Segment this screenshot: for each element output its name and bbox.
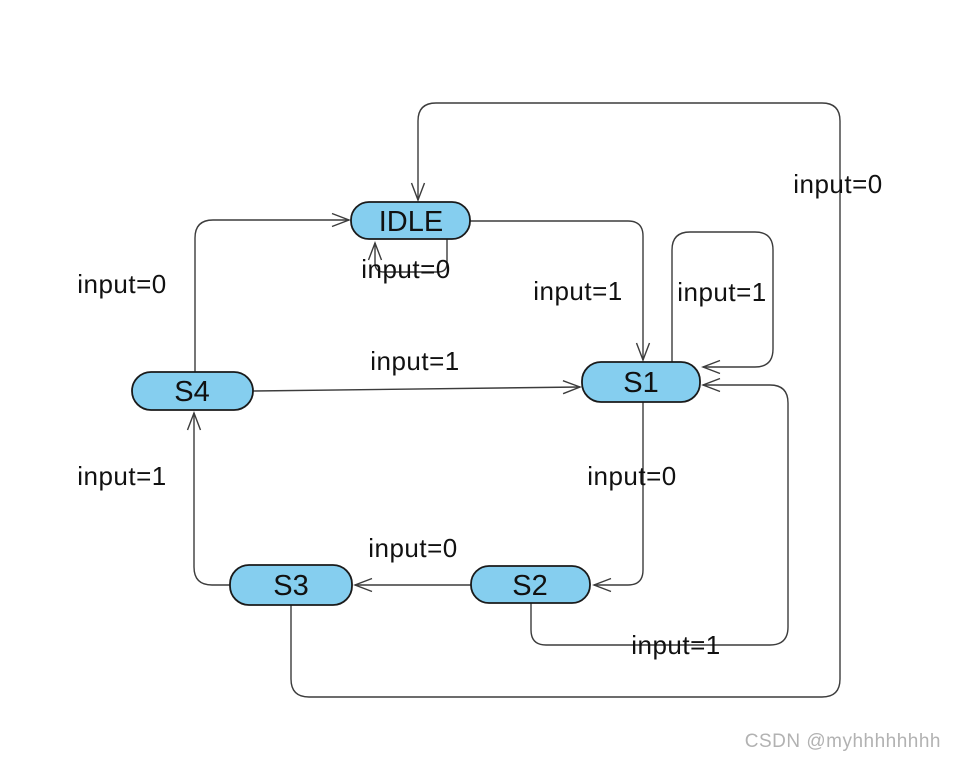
state-label-s1: S1 xyxy=(623,367,658,399)
nodes-group xyxy=(131,201,701,606)
edge-idle-self-loop xyxy=(367,239,448,273)
node-labels-group: IDLE S1 S2 S3 S4 xyxy=(174,206,658,602)
edge-s3-to-s4 xyxy=(186,411,230,586)
watermark-text: CSDN @myhhhhhhhh xyxy=(745,731,941,752)
edge-label-idle-to-s1: input=1 xyxy=(533,276,623,306)
edge-s4-to-idle xyxy=(194,212,351,372)
state-node-s3 xyxy=(229,564,353,606)
state-node-s4 xyxy=(131,371,254,411)
edge-label-idle-self-loop: input=0 xyxy=(361,254,451,284)
edge-s1-to-s2 xyxy=(592,402,644,593)
edge-s2-to-s1 xyxy=(530,377,789,646)
edge-s4-to-s1 xyxy=(252,380,582,395)
edge-s1-self-loop xyxy=(671,231,774,375)
edge-idle-to-s1 xyxy=(470,220,651,362)
state-node-idle xyxy=(350,201,471,240)
edge-label-s3-to-s4: input=1 xyxy=(77,461,167,491)
edge-labels-group: input=1 input=0 input=1 input=0 input=0 … xyxy=(77,169,883,660)
edge-label-s1-to-s2: input=0 xyxy=(587,461,677,491)
edge-label-s2-to-s3: input=0 xyxy=(368,533,458,563)
edges-group xyxy=(186,102,841,698)
state-label-s2: S2 xyxy=(512,570,547,602)
state-label-s3: S3 xyxy=(273,570,308,602)
edge-label-s4-to-idle: input=0 xyxy=(77,269,167,299)
state-node-s1 xyxy=(581,361,701,403)
edge-label-s1-self-loop: input=1 xyxy=(677,277,767,307)
edge-label-s3-to-idle: input=0 xyxy=(793,169,883,199)
edge-s3-to-idle xyxy=(290,102,841,698)
state-label-idle: IDLE xyxy=(379,206,443,238)
state-label-s4: S4 xyxy=(174,376,209,408)
state-node-s2 xyxy=(470,565,591,604)
edge-label-s4-to-s1: input=1 xyxy=(370,346,460,376)
edge-label-s2-to-s1: input=1 xyxy=(631,630,721,660)
